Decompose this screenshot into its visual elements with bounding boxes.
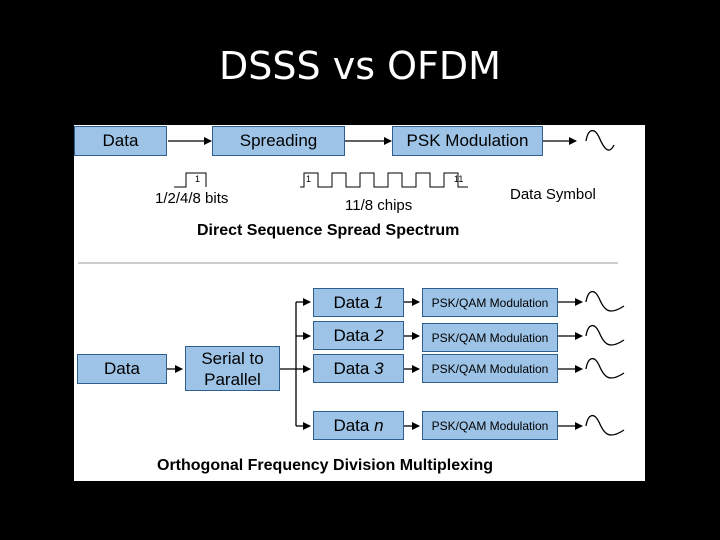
mod-channel-n-label: PSK/QAM Modulation: [431, 418, 549, 433]
data-channel-1-prefix: Data: [333, 292, 375, 312]
dsss-caption: Direct Sequence Spread Spectrum: [197, 222, 460, 239]
dsss-data-label: Data: [102, 131, 139, 150]
data-channel-2-label: Data 2: [333, 326, 383, 346]
dsss-data-box: Data: [74, 126, 167, 156]
mod-channel-3-box: PSK/QAM Modulation: [422, 354, 558, 383]
serial-label-line-1: Serial to: [201, 348, 264, 368]
subcarrier-wave-n-icon: [585, 415, 625, 436]
data-symbol-label: Data Symbol: [510, 186, 596, 203]
psk-modulation-box: PSK Modulation: [392, 126, 543, 156]
serial-label-line-2: Parallel: [204, 369, 261, 389]
mod-channel-1-label: PSK/QAM Modulation: [431, 295, 549, 310]
ofdm-data-box: Data: [77, 354, 167, 384]
chips-tick-end: 11: [454, 174, 464, 184]
data-channel-1-index: 1: [374, 292, 384, 312]
data-channel-2-prefix: Data: [333, 325, 375, 345]
chips-tick-start: 1: [306, 174, 312, 184]
mod-channel-1-box: PSK/QAM Modulation: [422, 288, 558, 317]
subcarrier-wave-1-icon: [585, 291, 625, 312]
chips-label: 11/8 chips: [345, 197, 413, 214]
diagram-connectors: [78, 130, 625, 436]
data-channel-3-box: Data 3: [313, 354, 404, 383]
data-channel-n-index: n: [374, 415, 384, 435]
mod-channel-3-label: PSK/QAM Modulation: [431, 361, 549, 376]
subcarrier-wave-3-icon: [585, 358, 625, 379]
dsss-symbol-wave-icon: [585, 130, 615, 151]
psk-modulation-label: PSK Modulation: [406, 131, 529, 150]
ofdm-caption: Orthogonal Frequency Division Multiplexi…: [157, 457, 494, 474]
data-channel-n-label: Data n: [333, 416, 383, 436]
bit-pulse: [174, 172, 207, 188]
mod-channel-2-label: PSK/QAM Modulation: [431, 330, 549, 345]
diagram-panel: Data Spreading PSK Modulation 1 1/2/4/8 …: [74, 125, 645, 481]
data-channel-3-label: Data 3: [333, 359, 383, 379]
data-channel-1-label: Data 1: [333, 293, 383, 313]
ofdm-data-label: Data: [104, 359, 140, 378]
data-channel-3-prefix: Data: [333, 358, 375, 378]
bits-tick-label: 1: [195, 174, 201, 184]
data-channel-2-box: Data 2: [313, 321, 404, 350]
chip-pulse-train: [300, 172, 468, 188]
data-channel-n-prefix: Data: [333, 415, 375, 435]
spreading-box: Spreading: [212, 126, 345, 156]
spreading-label: Spreading: [239, 131, 318, 150]
mod-channel-2-box: PSK/QAM Modulation: [422, 323, 558, 352]
bits-label: 1/2/4/8 bits: [155, 190, 229, 207]
subcarrier-wave-2-icon: [585, 325, 625, 346]
data-channel-n-box: Data n: [313, 411, 404, 440]
mod-channel-n-box: PSK/QAM Modulation: [422, 411, 558, 440]
data-channel-2-index: 2: [374, 325, 384, 345]
data-channel-1-box: Data 1: [313, 288, 404, 317]
data-channel-3-index: 3: [374, 358, 384, 378]
slide-title: DSSS vs OFDM: [219, 44, 501, 88]
